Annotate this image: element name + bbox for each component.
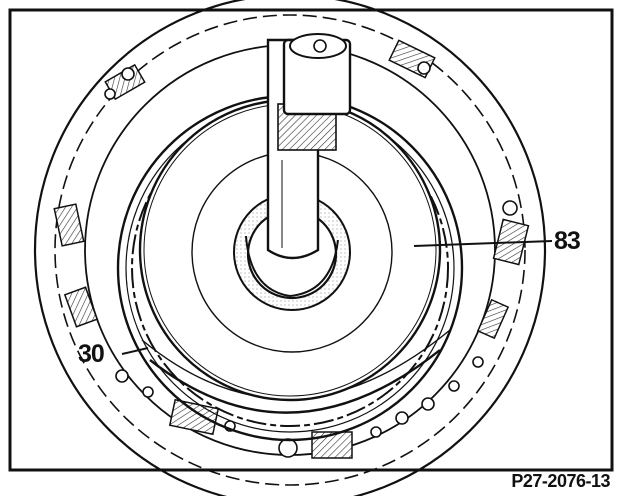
callout-label-30: 30 [78,340,105,368]
housing-slots [53,39,530,459]
housing-bolt-holes [104,61,518,458]
leader-83 [413,240,553,247]
input-shaft [245,33,352,298]
callout-leaders [121,240,553,355]
figure-code: P27-2076-13 [511,471,610,491]
callout-label-83: 83 [554,227,581,255]
leader-30 [121,347,149,355]
